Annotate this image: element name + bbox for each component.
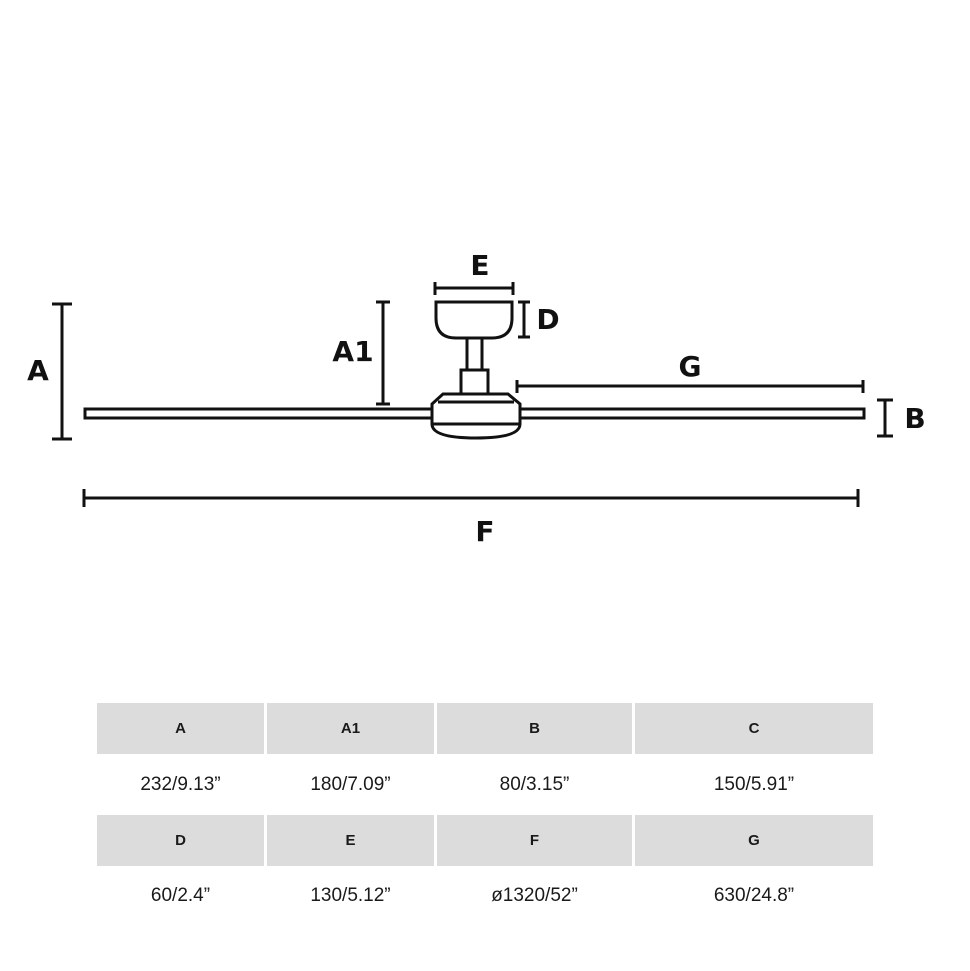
- label-f: F: [475, 515, 494, 548]
- left-blade: [83, 407, 442, 420]
- label-a: A: [27, 354, 49, 387]
- table-header: B: [437, 703, 632, 754]
- label-g: G: [679, 350, 702, 383]
- label-e: E: [470, 249, 489, 282]
- table-header: E: [267, 815, 434, 866]
- dimension-d: [518, 300, 530, 339]
- dimension-f: [82, 489, 860, 507]
- right-blade: [506, 407, 866, 420]
- table-header: G: [635, 815, 873, 866]
- label-b: B: [904, 402, 925, 435]
- downrod: [465, 336, 484, 372]
- dimension-a: [52, 302, 72, 441]
- dimension-e: [433, 282, 515, 295]
- table-cell: 180/7.09”: [310, 774, 391, 795]
- table-header: A: [97, 703, 264, 754]
- table-header: D: [97, 815, 264, 866]
- table-cell: 130/5.12”: [310, 885, 391, 906]
- table-cell: 630/24.8”: [713, 885, 795, 906]
- table-cell: 80/3.15”: [499, 774, 570, 795]
- canopy: [434, 300, 514, 340]
- coupler: [459, 368, 490, 396]
- table-header: A1: [267, 703, 434, 754]
- table-cell: 150/5.91”: [713, 774, 795, 795]
- table-header: F: [437, 815, 632, 866]
- table-cell: 232/9.13”: [140, 774, 221, 795]
- dimension-g: [515, 380, 865, 393]
- table-header: C: [635, 703, 873, 754]
- table-cell: ø1320/52”: [491, 885, 578, 906]
- label-a1: A1: [332, 335, 373, 368]
- dimension-b: [877, 398, 893, 438]
- dimension-a1: [376, 300, 390, 406]
- table-cell: 60/2.4”: [150, 885, 211, 906]
- label-d: D: [536, 303, 559, 336]
